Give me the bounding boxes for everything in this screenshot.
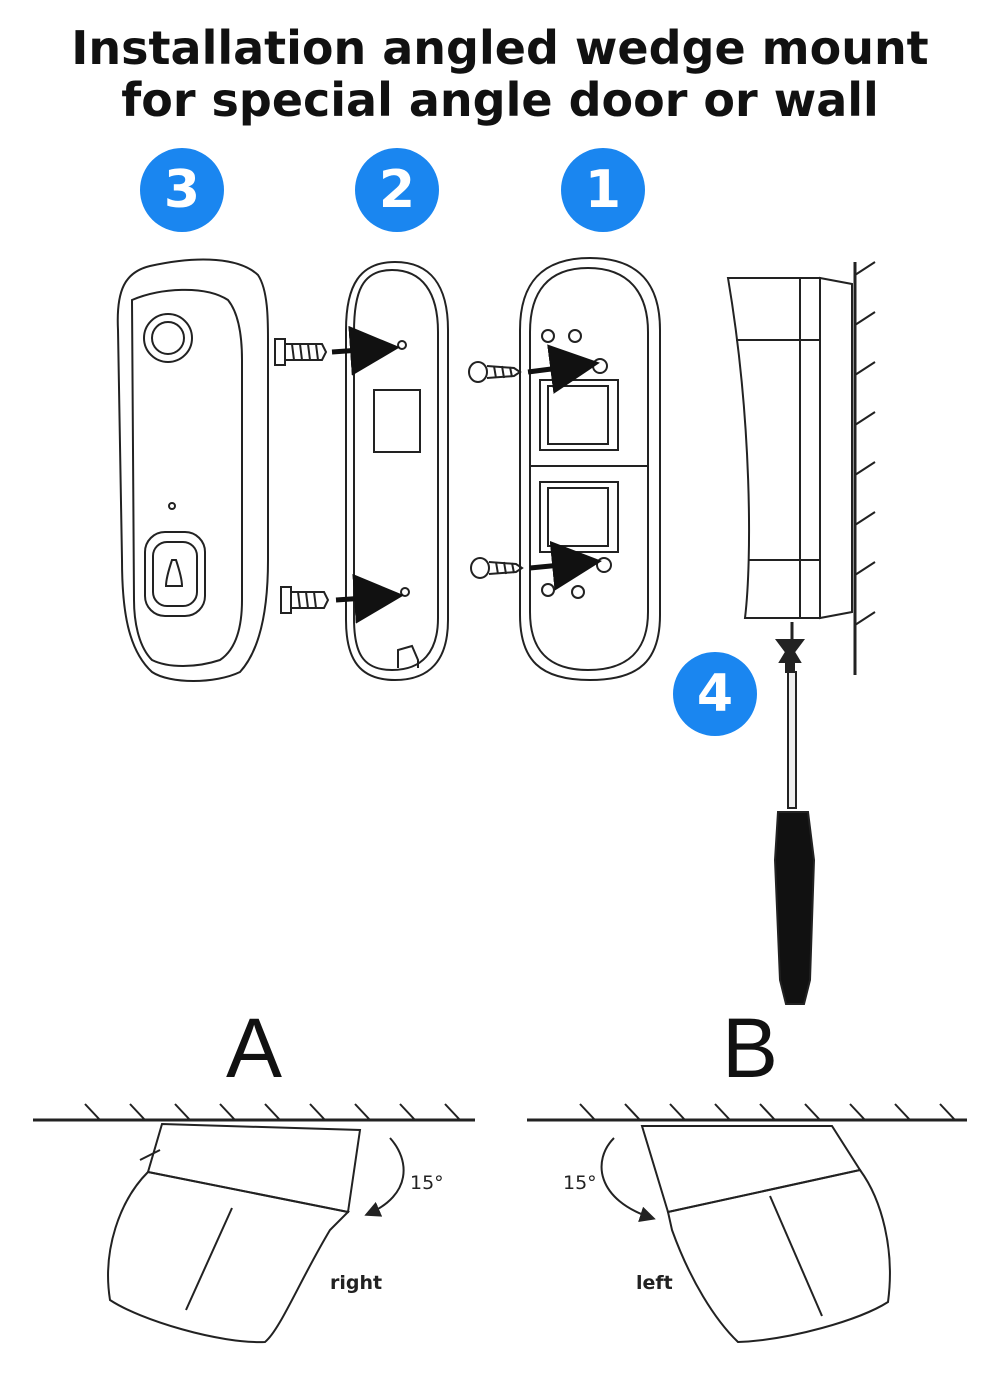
arrow-plate-bottom bbox=[335, 573, 404, 624]
variant-b-letter: B bbox=[722, 1001, 779, 1095]
screw-top-right bbox=[468, 361, 522, 383]
variant-b-diagram bbox=[527, 1103, 967, 1344]
wall-side-view bbox=[726, 261, 876, 675]
variant-b-angle: 15° bbox=[563, 1172, 597, 1194]
variant-b-direction: left bbox=[636, 1272, 673, 1294]
title-line-2: for special angle door or wall bbox=[121, 73, 879, 127]
arrow-plate-top bbox=[331, 325, 400, 376]
variant-a-direction: right bbox=[330, 1272, 383, 1294]
arrow-mount-top bbox=[527, 344, 600, 394]
screw-bottom-left bbox=[280, 586, 330, 614]
variant-a-diagram bbox=[33, 1103, 475, 1344]
step-2-badge: 2 bbox=[355, 148, 439, 232]
page-title: Installation angled wedge mount for spec… bbox=[0, 22, 1000, 126]
doorbell-device bbox=[116, 258, 269, 682]
step-4-badge: 4 bbox=[673, 652, 757, 736]
screwdriver bbox=[773, 639, 816, 1005]
variant-a-letter: A bbox=[226, 1001, 283, 1095]
arrow-mount-bottom bbox=[529, 540, 602, 591]
screw-top-left bbox=[274, 338, 328, 366]
variant-a-angle: 15° bbox=[410, 1172, 444, 1194]
back-plate bbox=[345, 260, 449, 682]
wedge-mount bbox=[519, 256, 661, 682]
screw-bottom-right bbox=[470, 557, 524, 579]
step-3-badge: 3 bbox=[140, 148, 224, 232]
title-line-1: Installation angled wedge mount bbox=[71, 21, 929, 75]
step-1-badge: 1 bbox=[561, 148, 645, 232]
